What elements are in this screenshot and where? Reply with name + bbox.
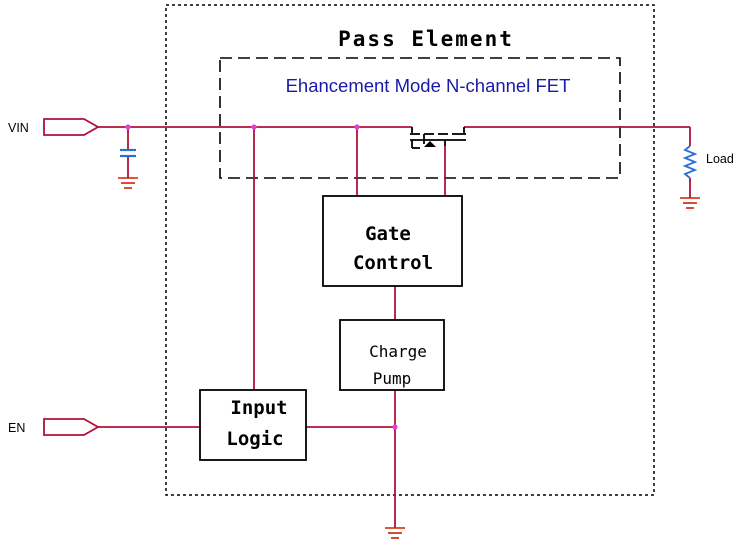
load-label: Load bbox=[706, 152, 734, 166]
junction-nodes bbox=[125, 124, 398, 430]
node-gate-control bbox=[354, 124, 360, 130]
input-logic-block bbox=[199, 389, 307, 461]
gate-control-label-1: Gate bbox=[365, 223, 411, 245]
node-cap bbox=[125, 124, 131, 130]
en-port-label: EN bbox=[8, 421, 25, 435]
pump-ground-icon bbox=[385, 527, 405, 539]
vin-port-arrow bbox=[43, 118, 100, 136]
charge-pump-label-1: Charge bbox=[369, 342, 427, 361]
load-resistor bbox=[682, 145, 698, 179]
fet-boundary bbox=[219, 57, 621, 179]
input-logic-label-2: Logic bbox=[226, 428, 283, 450]
charge-pump-block bbox=[339, 319, 445, 391]
node-input-logic bbox=[251, 124, 257, 130]
node-pump bbox=[392, 424, 398, 430]
wires bbox=[98, 126, 691, 528]
load-ground-icon bbox=[680, 197, 700, 209]
gate-control-block bbox=[322, 195, 463, 287]
mosfet-arrow bbox=[424, 141, 436, 147]
input-logic-label-1: Input bbox=[230, 397, 287, 419]
charge-pump-label-2: Pump bbox=[373, 369, 412, 388]
capacitor-symbol bbox=[120, 148, 136, 158]
fet-label: Ehancement Mode N-channel FET bbox=[286, 75, 571, 96]
cap-ground-icon bbox=[118, 177, 138, 189]
vin-port-label: VIN bbox=[8, 121, 29, 135]
gate-control-label-2: Control bbox=[353, 252, 433, 274]
pass-element-boundary bbox=[165, 4, 655, 496]
mosfet-symbol bbox=[410, 127, 466, 149]
en-port-arrow bbox=[43, 418, 100, 436]
pass-element-title: Pass Element bbox=[338, 27, 514, 51]
